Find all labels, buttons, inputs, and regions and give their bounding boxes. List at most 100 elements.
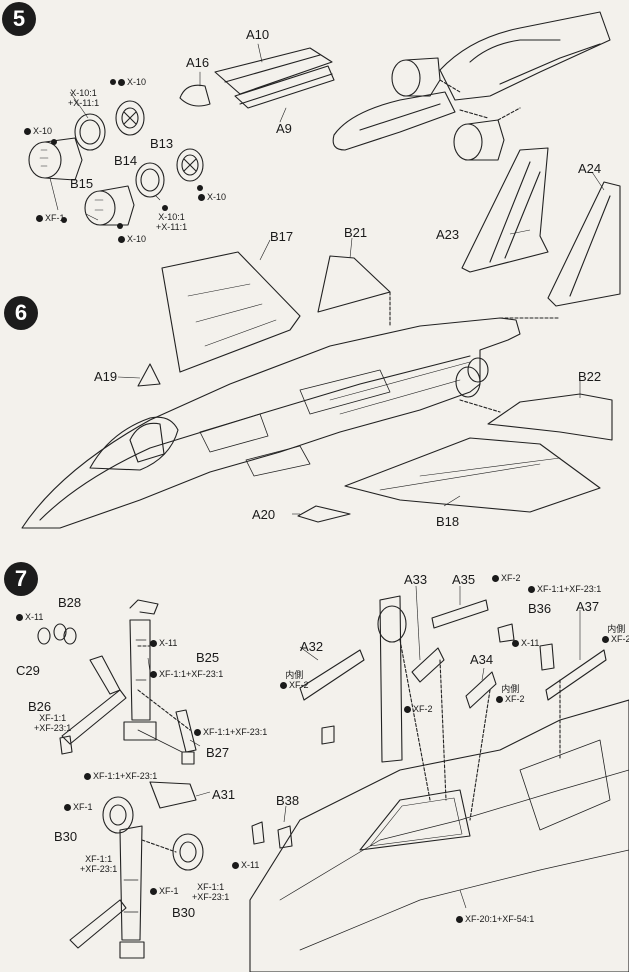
step-7-badge: 7 xyxy=(4,562,38,596)
part-a20 xyxy=(297,505,351,523)
paint-xf1-c: XF-1 xyxy=(150,886,179,896)
fuselage-underside xyxy=(249,595,629,972)
nose-cone-a16 xyxy=(179,84,211,107)
paint-xf1-b: XF-1 xyxy=(64,802,93,812)
paint-x10x11-a-line1: X-10:1 xyxy=(70,88,97,98)
paint-x10-a: X-10 xyxy=(118,77,146,87)
label-b36: B36 xyxy=(528,601,552,616)
drop-tank-assembly xyxy=(179,43,335,123)
stabilizer-b22 xyxy=(487,393,613,441)
paint-inner-b-line2: XF-2 xyxy=(602,634,629,644)
label-a23: A23 xyxy=(436,227,460,242)
label-b18: B18 xyxy=(436,514,460,529)
label-a16: A16 xyxy=(186,55,210,70)
paint-x11-c: X-11 xyxy=(512,638,539,648)
paint-xf1xf23-b-line2: +XF-23:1 xyxy=(34,723,72,733)
gear-strut-b26 xyxy=(61,689,127,745)
stabilizer-b21 xyxy=(317,255,391,313)
paint-inner-a-line2: XF-2 xyxy=(280,680,309,690)
engine-rear-assembly xyxy=(332,11,611,161)
paint-xf2-c: XF-2 xyxy=(492,573,521,583)
paint-xf1xf23-e-line2: +XF-23:1 xyxy=(80,864,118,874)
main-landing-gear xyxy=(69,781,204,959)
paint-xf1xf23-b-line1: XF-1:1 xyxy=(39,713,67,723)
label-b22: B22 xyxy=(578,369,602,384)
front-landing-gear xyxy=(37,599,197,765)
step-5-badge: 5 xyxy=(2,2,36,36)
paint-xf2-b: XF-2 xyxy=(404,704,433,714)
aircraft-fuselage xyxy=(21,317,521,529)
part-a35 xyxy=(431,599,489,629)
paint-inner-c-line1: 内側 xyxy=(501,684,520,694)
label-a37: A37 xyxy=(576,599,600,614)
label-b25: B25 xyxy=(196,650,220,665)
part-a34 xyxy=(465,671,497,709)
paint-x10-d: X-10 xyxy=(198,192,226,202)
label-b21: B21 xyxy=(344,225,368,240)
label-b28: B28 xyxy=(58,595,82,610)
part-a33 xyxy=(411,647,445,683)
door-a31 xyxy=(149,781,197,809)
paint-xf1xf23-e: XF-1:1+XF-23:1 xyxy=(80,854,117,874)
label-a24: A24 xyxy=(578,161,602,176)
paint-xf1xf23-c: XF-1:1+XF-23:1 xyxy=(194,727,267,737)
paint-xf1xf23-f: XF-1:1+XF-23:1 xyxy=(192,882,229,902)
label-a35: A35 xyxy=(452,572,476,587)
label-a20: A20 xyxy=(252,507,276,522)
label-b17: B17 xyxy=(270,229,294,244)
wings-and-stabilizers xyxy=(137,251,613,523)
label-a31: A31 xyxy=(212,787,236,802)
paint-x10x11-a: X-10:1+X-11:1 xyxy=(68,88,99,108)
paint-xf1xf23-f-line1: XF-1:1 xyxy=(197,882,225,892)
label-a34: A34 xyxy=(470,652,494,667)
paint-x10-c: X-10 xyxy=(118,234,146,244)
wing-b18 xyxy=(344,437,601,513)
paint-x10x11-a-line2: +X-11:1 xyxy=(68,98,100,108)
paint-xf1xf23-g: XF-1:1+XF-23:1 xyxy=(528,584,601,594)
label-a32: A32 xyxy=(300,639,324,654)
part-a19 xyxy=(137,363,161,387)
paint-xf1xf23-a: XF-1:1+XF-23:1 xyxy=(150,669,223,679)
paint-inner-a-line1: 内側 xyxy=(285,670,304,680)
paint-xf1-a: XF-1 xyxy=(36,213,65,223)
paint-x10x11-b-line2: +X-11:1 xyxy=(156,222,188,232)
label-a33: A33 xyxy=(404,572,428,587)
label-a10: A10 xyxy=(246,27,270,42)
label-b30-b: B30 xyxy=(172,905,196,920)
label-b27: B27 xyxy=(206,745,230,760)
label-c29: C29 xyxy=(16,663,40,678)
label-b15: B15 xyxy=(70,176,94,191)
paint-x11-d: X-11 xyxy=(232,860,259,870)
paint-xf1xf23-b: XF-1:1+XF-23:1 xyxy=(34,713,71,733)
vertical-tail-fins xyxy=(461,147,621,307)
label-b26-text: B26 xyxy=(28,699,52,714)
label-b13: B13 xyxy=(150,136,174,151)
paint-x10x11-b: X-10:1+X-11:1 xyxy=(156,212,187,232)
paint-x11-b: X-11 xyxy=(150,638,177,648)
paint-xf1xf23-f-line2: +XF-23:1 xyxy=(192,892,230,902)
paint-x11-a: X-11 xyxy=(16,612,43,622)
exhaust-nozzles xyxy=(28,100,204,226)
part-a37 xyxy=(545,649,607,701)
paint-inner-b-line1: 内側 xyxy=(607,624,626,634)
paint-x10x11-b-line1: X-10:1 xyxy=(158,212,185,222)
paint-inner-c-line2: XF-2 xyxy=(496,694,525,704)
part-a32 xyxy=(299,649,365,701)
label-a9: A9 xyxy=(276,121,292,136)
canopy xyxy=(89,416,179,471)
paint-xf1xf23-d: XF-1:1+XF-23:1 xyxy=(84,771,157,781)
label-b38: B38 xyxy=(276,793,300,808)
label-b30-a: B30 xyxy=(54,829,78,844)
paint-xf1xf23-e-line1: XF-1:1 xyxy=(85,854,113,864)
wing-b17 xyxy=(161,251,301,373)
label-a19: A19 xyxy=(94,369,118,384)
label-b14: B14 xyxy=(114,153,138,168)
paint-x10-b: X-10 xyxy=(24,126,52,136)
paint-xf20xf54: XF-20:1+XF-54:1 xyxy=(456,914,534,924)
step-6-badge: 6 xyxy=(4,296,38,330)
